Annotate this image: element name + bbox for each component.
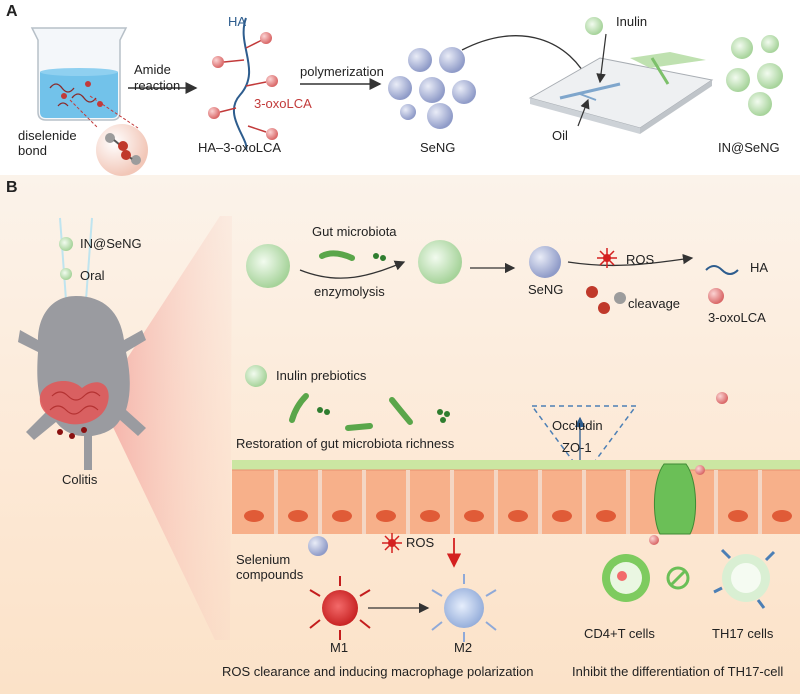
occludin-label: Occludin: [552, 418, 603, 433]
in-seng-label: IN@SeNG: [718, 140, 780, 155]
mouse-illustration: [18, 217, 146, 470]
ros-label-top: ROS: [626, 252, 655, 267]
panel-label-a: A: [6, 3, 18, 20]
seng-particle: [529, 246, 561, 278]
diselenide-bond-label: diselenide bond: [18, 128, 77, 158]
cleavage-label: cleavage: [628, 296, 681, 311]
panel-label-b: B: [6, 179, 18, 196]
cleavage-fragment: [586, 286, 626, 314]
ros-label-bottom: ROS: [406, 535, 435, 550]
ha-strand-released: [705, 265, 739, 275]
m1-label: M1: [330, 640, 349, 655]
zoom-beam: [100, 216, 232, 640]
zo1-label: ZO-1: [562, 440, 592, 455]
cd4-cells-label: CD4+T cells: [584, 626, 655, 641]
enzymolysis-label: enzymolysis: [314, 284, 385, 299]
oxolca-chain-label: 3-oxoLCA: [254, 96, 312, 111]
degraded-particle: [418, 240, 462, 284]
gut-microbes-row: [289, 393, 450, 431]
restoration-label: Restoration of gut microbiota richness: [236, 436, 455, 451]
cd4-t-cell: [602, 554, 650, 602]
ha-label-b: HA: [750, 260, 769, 275]
in-seng-label-b: IN@SeNG: [80, 236, 142, 251]
ha-label: HA: [228, 14, 247, 29]
ros-burst-top: [597, 248, 617, 268]
oxolca-near-cd4: [649, 535, 659, 545]
oxolca-near-goblet: [695, 465, 705, 475]
m2-macrophage: [431, 574, 497, 642]
inhibit-caption: Inhibit the differentiation of TH17-cell: [572, 664, 784, 679]
oxolca-bead-released: [708, 288, 724, 304]
seng-label: SeNG: [420, 140, 456, 155]
polymerization-label: polymerization: [300, 64, 384, 79]
inulin-label: Inulin: [616, 14, 648, 29]
in-seng-particles: [726, 35, 783, 116]
amide-reaction-label: Amide reaction: [134, 62, 181, 93]
gut-microbiota-label: Gut microbiota: [312, 224, 397, 239]
diselenide-bond-zoom: [96, 124, 148, 176]
inhibit-symbol: [666, 566, 690, 590]
oil-label: Oil: [552, 128, 568, 143]
ros-burst-bottom: [382, 533, 402, 553]
ha-oxolca-polymer: [208, 17, 278, 151]
seng-label-b: SeNG: [528, 282, 564, 297]
selenium-compounds-label: Selenium compounds: [236, 552, 304, 582]
seng-nanoparticles: [388, 47, 476, 129]
th17-cells-label: TH17 cells: [712, 626, 774, 641]
colitis-label: Colitis: [62, 472, 98, 487]
ros-clearance-caption: ROS clearance and inducing macrophage po…: [222, 664, 534, 679]
m1-macrophage: [309, 576, 371, 640]
in-seng-particle-large: [246, 244, 290, 288]
gut-microbe-top: [319, 250, 386, 261]
inulin-prebiotics-label: Inulin prebiotics: [276, 368, 367, 383]
beaker: [30, 27, 128, 121]
m2-label: M2: [454, 640, 473, 655]
oral-label: Oral: [80, 268, 105, 283]
tight-junction-inset: [530, 405, 638, 478]
oxolca-label-b: 3-oxoLCA: [708, 310, 766, 325]
selenium-compound-particle: [308, 536, 328, 556]
intestinal-epithelium: [232, 460, 800, 535]
floating-oxolca: [716, 392, 728, 404]
inulin-particle: [245, 365, 267, 387]
microfluidic-chip: [528, 17, 714, 134]
ha-oxolca-label: HA–3-oxoLCA: [198, 140, 282, 155]
th17-cell: [713, 548, 776, 609]
